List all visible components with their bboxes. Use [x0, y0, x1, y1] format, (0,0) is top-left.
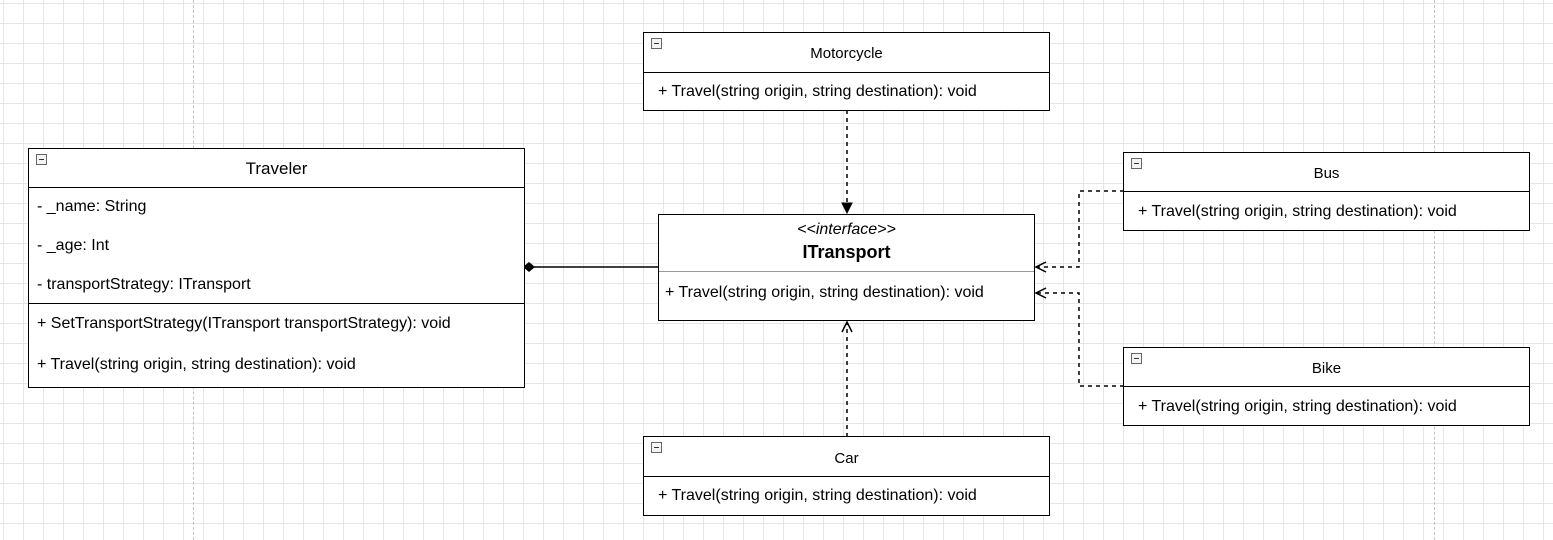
interface-stereotype: <<interface>>: [797, 221, 896, 238]
attribute-transport-strategy: - transportStrategy: ITransport: [37, 276, 251, 293]
composition-diamond: [523, 262, 535, 272]
method-travel: + Travel(string origin, string destinati…: [658, 487, 977, 504]
collapse-icon[interactable]: [1131, 158, 1142, 169]
method-travel: + Travel(string origin, string destinati…: [1138, 398, 1457, 415]
method-set-transport-strategy: + SetTransportStrategy(ITransport transp…: [37, 315, 451, 332]
bus-class[interactable]: Bus + Travel(string origin, string desti…: [1123, 152, 1530, 231]
interface-header: <<interface>> ITransport: [659, 215, 1034, 272]
collapse-icon[interactable]: [36, 154, 47, 165]
traveler-header: Traveler: [29, 149, 524, 188]
motorcycle-header: Motorcycle: [644, 33, 1049, 73]
realization-bus[interactable]: [1036, 190, 1124, 267]
motorcycle-class[interactable]: Motorcycle + Travel(string origin, strin…: [643, 32, 1050, 111]
page-guide-right: [1434, 0, 1435, 540]
attributes-compartment: - _name: String - _age: Int - transportS…: [29, 188, 524, 304]
itransport-interface[interactable]: <<interface>> ITransport + Travel(string…: [658, 214, 1035, 321]
class-name: Motorcycle: [810, 45, 883, 62]
class-name: Car: [834, 450, 859, 467]
method-travel: + Travel(string origin, string destinati…: [37, 356, 356, 373]
interface-method-travel: + Travel(string origin, string destinati…: [665, 284, 984, 301]
collapse-icon[interactable]: [651, 442, 662, 453]
method-travel: + Travel(string origin, string destinati…: [658, 83, 977, 100]
realization-bike[interactable]: [1036, 293, 1124, 387]
class-name: Bus: [1313, 165, 1340, 182]
traveler-class[interactable]: Traveler - _name: String - _age: Int - t…: [28, 148, 525, 388]
car-header: Car: [644, 437, 1049, 477]
class-name: Bike: [1311, 360, 1342, 377]
car-class[interactable]: Car + Travel(string origin, string desti…: [643, 436, 1050, 516]
bus-header: Bus: [1124, 153, 1529, 192]
collapse-icon[interactable]: [1131, 353, 1142, 364]
attribute-name: - _name: String: [37, 198, 147, 215]
bike-header: Bike: [1124, 348, 1529, 387]
method-travel: + Travel(string origin, string destinati…: [1138, 203, 1457, 220]
interface-name: ITransport: [802, 242, 891, 262]
collapse-icon[interactable]: [651, 38, 662, 49]
attribute-age: - _age: Int: [37, 237, 110, 254]
class-name: Traveler: [245, 159, 308, 178]
methods-compartment: + SetTransportStrategy(ITransport transp…: [29, 304, 524, 386]
bike-class[interactable]: Bike + Travel(string origin, string dest…: [1123, 347, 1530, 426]
